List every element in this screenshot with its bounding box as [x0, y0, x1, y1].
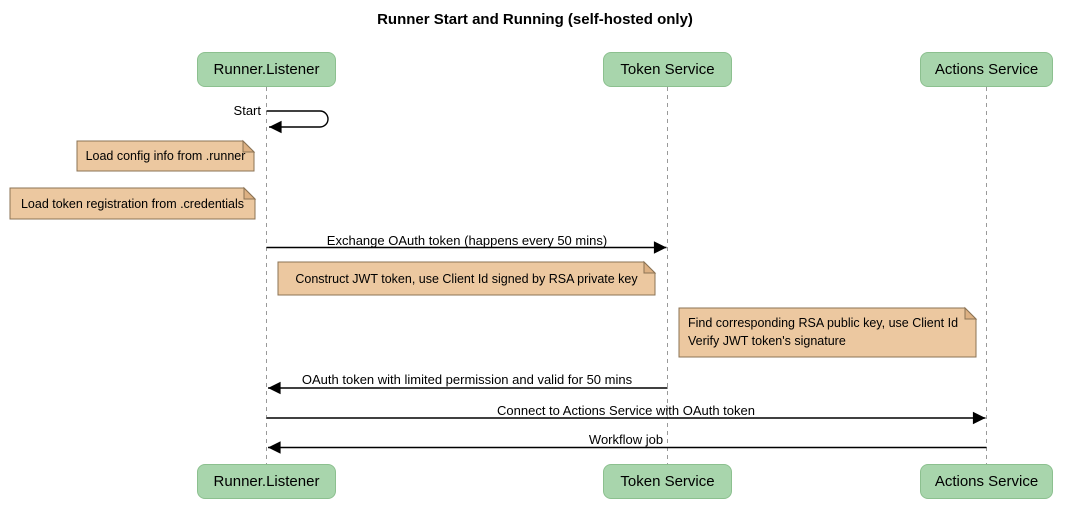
diagram-title: Runner Start and Running (self-hosted on… [377, 11, 693, 28]
participant-label: Token Service [620, 61, 715, 78]
note-find-rsa: Find corresponding RSA public key, use C… [679, 308, 976, 357]
participant-label: Runner.Listener [213, 473, 320, 490]
message-label-start: Start [233, 103, 261, 118]
note-load-config: Load config info from .runner [85, 149, 246, 163]
arrow-start-self [266, 110, 329, 134]
message-label-exchange-oauth: Exchange OAuth token (happens every 50 m… [326, 233, 608, 248]
message-label-oauth-return: OAuth token with limited permission and … [301, 372, 633, 387]
note-find-rsa-line2: Verify JWT token's signature [688, 334, 846, 348]
note-load-token-registration: Load token registration from .credential… [20, 196, 245, 211]
message-label-connect-actions: Connect to Actions Service with OAuth to… [497, 403, 755, 418]
participant-actions-service-bottom: Actions Service [920, 464, 1053, 499]
participant-label: Actions Service [934, 61, 1039, 78]
note-load-token-registration-shape [9, 186, 257, 220]
note-load-config-shape [76, 139, 256, 172]
message-label-workflow-job: Workflow job [588, 432, 664, 447]
note-find-rsa-line1: Find corresponding RSA public key, use C… [688, 316, 959, 330]
participant-runner-listener-bottom: Runner.Listener [197, 464, 336, 499]
participant-token-service-bottom: Token Service [603, 464, 732, 499]
note-construct-jwt: Construct JWT token, use Client Id signe… [295, 271, 638, 286]
participant-label: Token Service [620, 473, 715, 490]
participant-label: Runner.Listener [213, 61, 320, 78]
participant-label: Actions Service [934, 473, 1039, 490]
note-construct-jwt-shape [277, 260, 657, 296]
participant-actions-service-top: Actions Service [920, 52, 1053, 87]
note-find-rsa-shape [678, 306, 978, 358]
participant-runner-listener-top: Runner.Listener [197, 52, 336, 87]
participant-token-service-top: Token Service [603, 52, 732, 87]
